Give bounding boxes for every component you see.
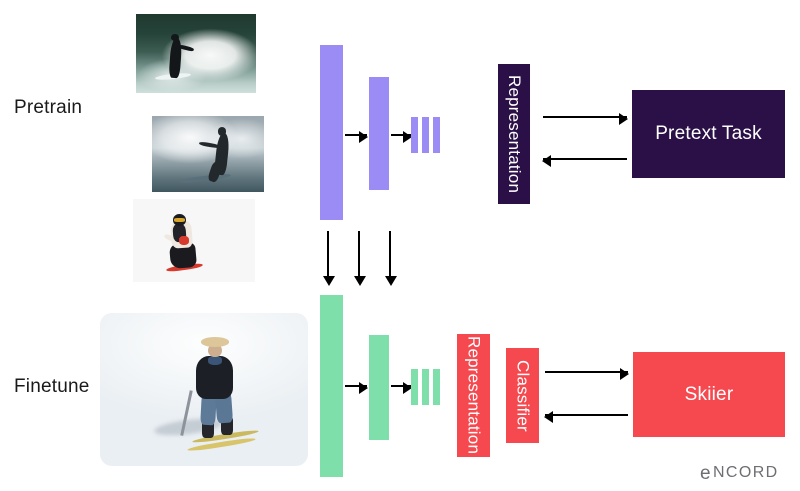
finetune-representation-label: Representation <box>464 336 484 455</box>
finetune-encoder-arrow-1 <box>345 381 368 394</box>
finetune-image-skier <box>100 313 308 466</box>
pretext-task-label: Pretext Task <box>655 123 762 144</box>
pretrain-row-label: Pretrain <box>14 97 83 118</box>
finetune-encoder-arrow-2 <box>391 381 412 394</box>
finetune-feature-bar-2 <box>422 369 429 405</box>
encord-logo-glyph: e <box>700 463 712 484</box>
skiier-output-label: Skiier <box>684 383 734 405</box>
finetune-feature-bar-1 <box>411 369 418 405</box>
skiier-output-block: Skiier <box>633 352 785 437</box>
pretrain-hidden-layer-bar <box>369 77 389 190</box>
pretrain-feature-bar-3 <box>433 117 440 153</box>
pretrain-representation-label: Representation <box>505 74 524 194</box>
weight-transfer-arrow-2 <box>353 231 366 286</box>
representation-to-pretext-arrow <box>543 112 628 125</box>
pretrain-feature-bar-2 <box>422 117 429 153</box>
pretrain-input-layer-bar <box>320 45 343 220</box>
weight-transfer-arrow-1 <box>322 231 335 286</box>
output-to-classifier-arrow <box>544 410 628 423</box>
encord-logo: e NCORD <box>700 463 779 484</box>
weight-transfer-arrow-3 <box>384 231 397 286</box>
pretrain-encoder-arrow-1 <box>345 130 368 143</box>
pretrain-image-surfer-wave <box>136 14 256 93</box>
pretext-task-block: Pretext Task <box>632 90 785 178</box>
classifier-to-output-arrow <box>545 367 629 380</box>
finetune-feature-bar-3 <box>433 369 440 405</box>
classifier-label: Classifier <box>513 359 533 432</box>
classifier-block: Classifier <box>506 348 539 443</box>
encord-logo-text: NCORD <box>712 463 779 481</box>
pretrain-image-snowboarder <box>133 199 255 282</box>
finetune-representation-block: Representation <box>457 334 490 457</box>
pretrain-image-surfer-grey <box>152 116 264 192</box>
finetune-input-layer-bar <box>320 295 343 477</box>
pretrain-encoder-arrow-2 <box>391 130 412 143</box>
pretrain-feature-bar-1 <box>411 117 418 153</box>
finetune-row-label: Finetune <box>14 376 90 397</box>
pretext-to-representation-arrow <box>542 154 627 167</box>
finetune-hidden-layer-bar <box>369 335 389 440</box>
pretrain-representation-block: Representation <box>498 64 530 204</box>
